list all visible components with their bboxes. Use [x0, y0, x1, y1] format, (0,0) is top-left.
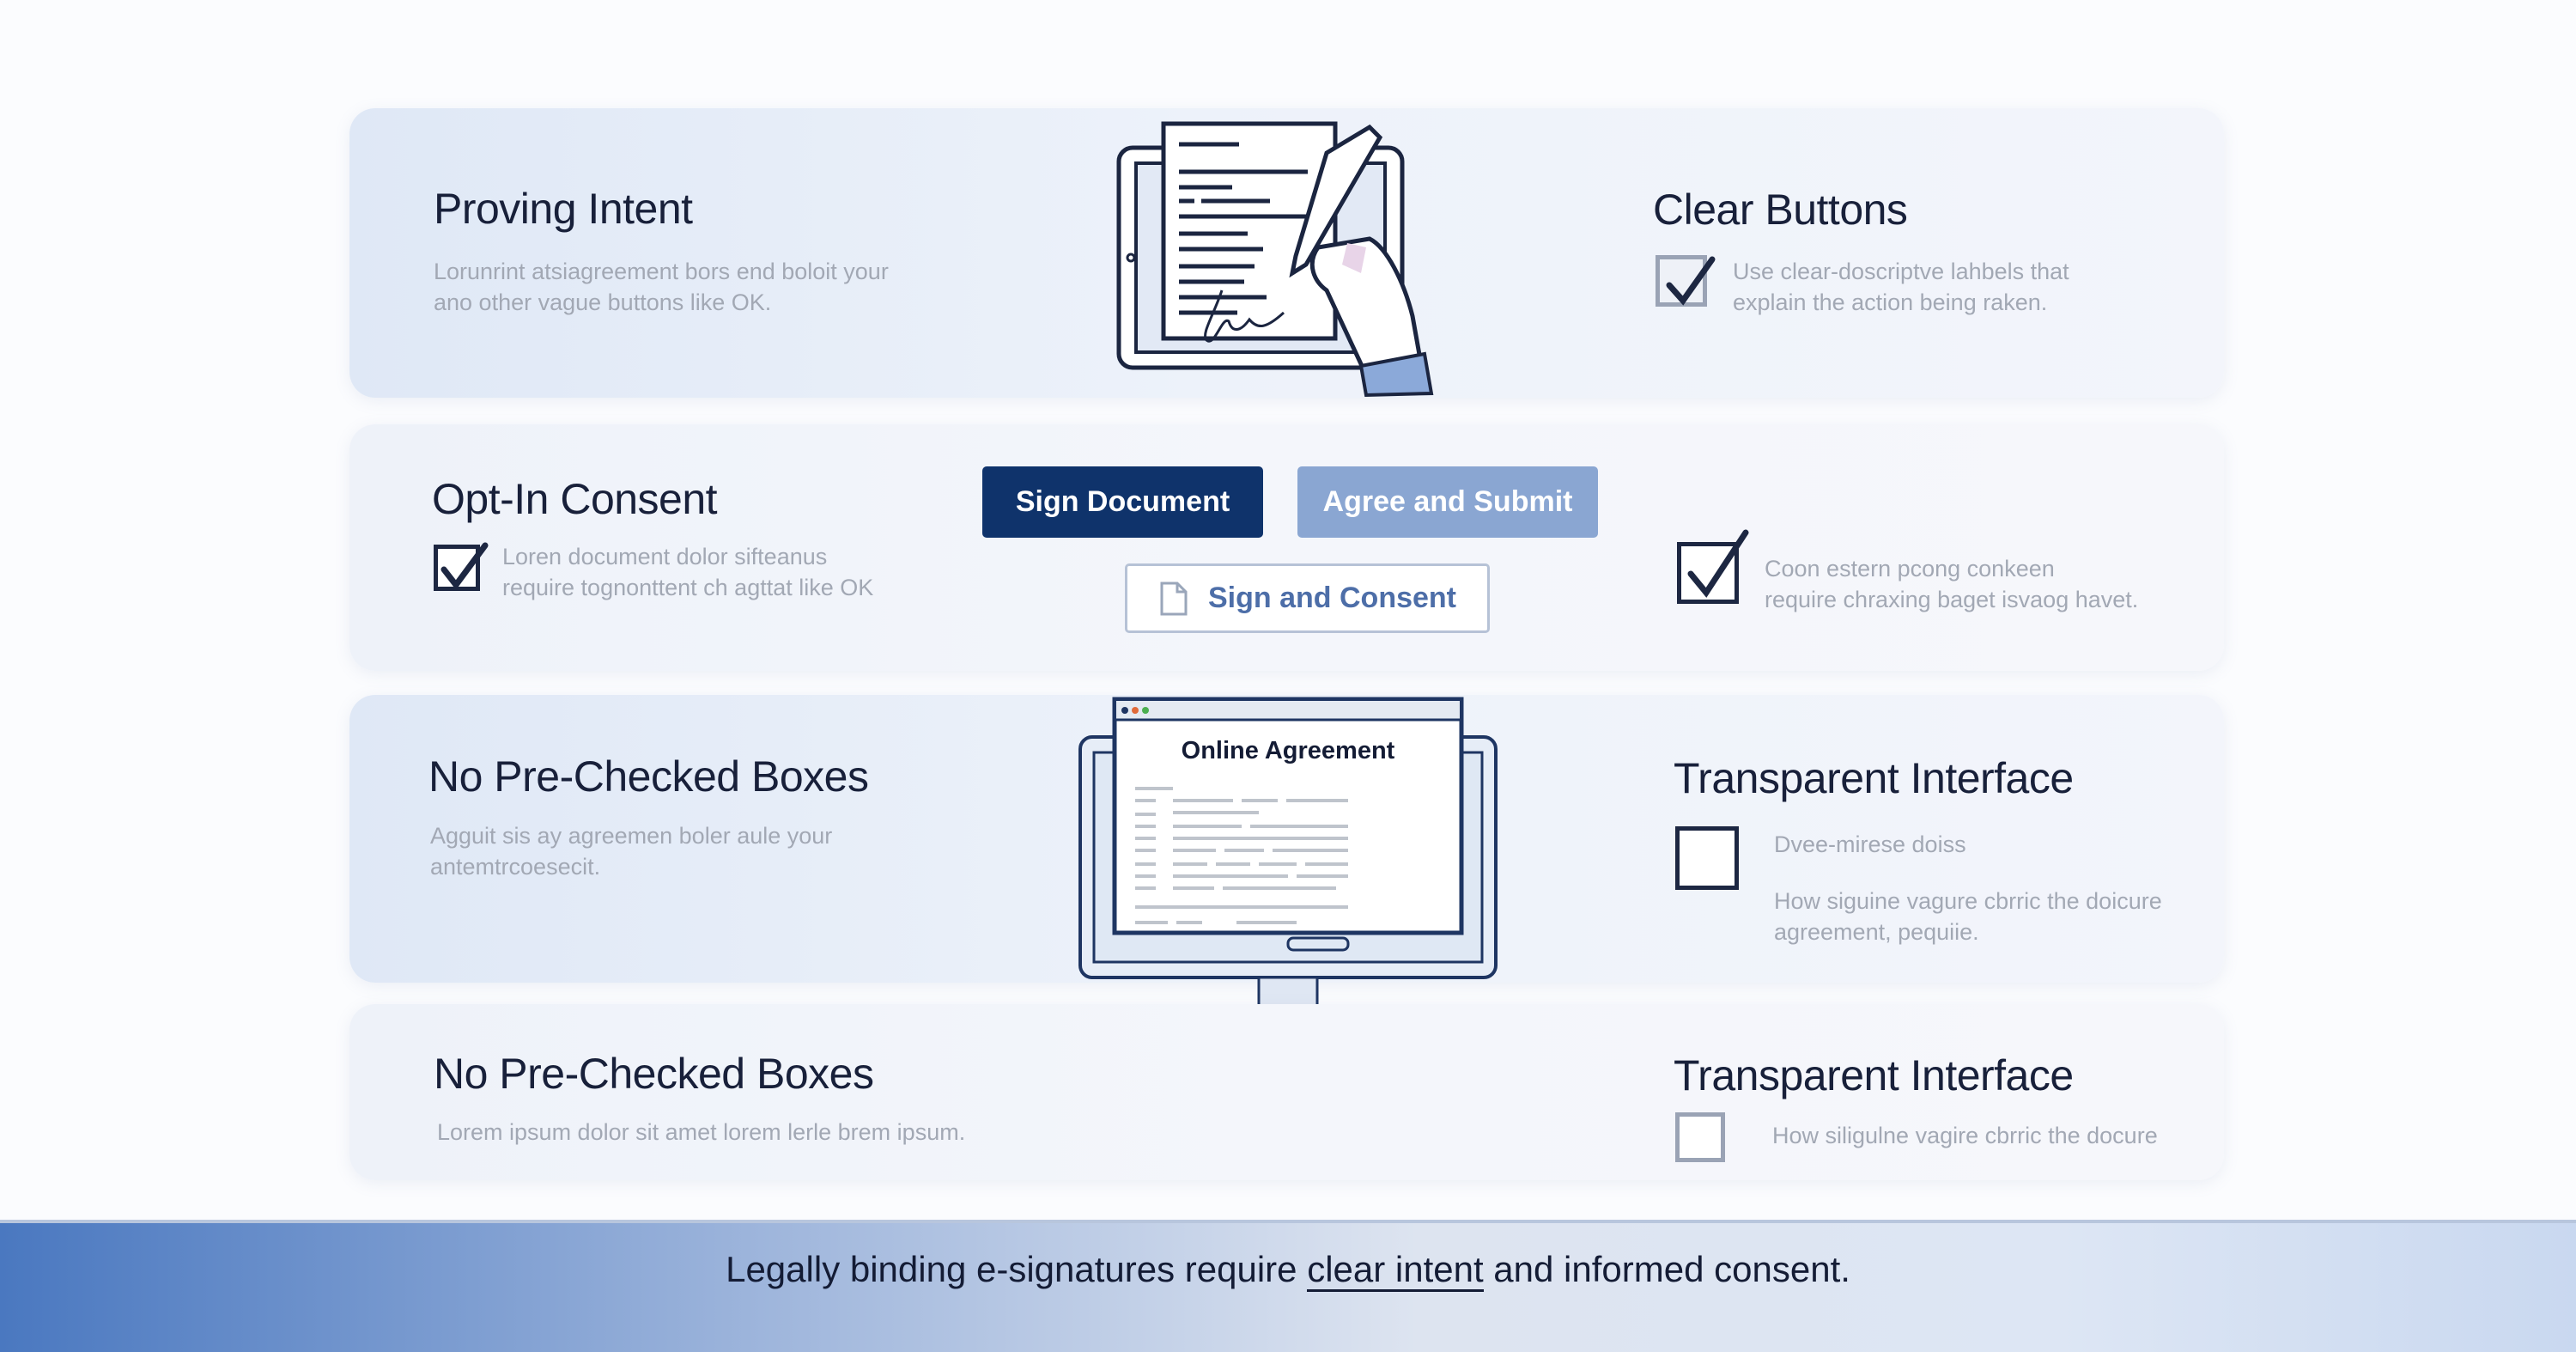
card-title: Clear Buttons — [1653, 186, 1908, 234]
monitor-agreement-illustration — [1042, 697, 1534, 1026]
unchecked-checkbox[interactable] — [1675, 1112, 1725, 1162]
card-description: Loren document dolor sifteanus require t… — [502, 541, 873, 603]
card-description: Lorunrint atsiagreement bors end boloit … — [434, 256, 889, 318]
monitor-title: Online Agreement — [1181, 737, 1395, 764]
description-line: antemtrcoesecit. — [430, 854, 601, 880]
card-title: Transparent Interface — [1674, 754, 2074, 802]
card-description: Coon estern pcong conkeen require chraxi… — [1765, 553, 2138, 615]
card-description: Lorem ipsum dolor sit amet lorem lerle b… — [437, 1119, 966, 1145]
description-line: Use clear-doscriptve lahbels that — [1733, 259, 2069, 284]
card-description: Agguit sis ay agreemen boler aule your a… — [430, 820, 832, 882]
description-line: explain the action being raken. — [1733, 289, 2048, 315]
sign-and-consent-button[interactable]: Sign and Consent — [1125, 563, 1490, 633]
description-line: ano other vague buttons like OK. — [434, 289, 772, 315]
card-description: How siguine vagure cbrric the doicure ag… — [1774, 886, 2162, 947]
checkbox-label: Dvee-mirese doiss — [1774, 831, 1966, 857]
description-line: require tognonttent ch agttat like OK — [502, 575, 874, 600]
checkmark-icon — [1666, 256, 1716, 306]
description-line: Lorunrint atsiagreement bors end boloit … — [434, 259, 889, 284]
description-line: Loren document dolor sifteanus — [502, 544, 828, 569]
footer-message: Legally binding e-signatures require cle… — [0, 1249, 2576, 1292]
footer-text-start: Legally binding e-signatures require — [726, 1249, 1308, 1289]
description-line: How siguine vagure cbrric the doicure — [1774, 888, 2162, 914]
description-line: Coon estern pcong conkeen — [1765, 556, 2055, 582]
transparent-interface-card: No Pre-Checked Boxes Lorem ipsum dolor s… — [349, 1004, 2224, 1180]
card-title: Opt-In Consent — [432, 475, 718, 523]
unchecked-checkbox[interactable] — [1675, 826, 1739, 890]
description-line: agreement, pequiie. — [1774, 919, 1979, 945]
card-title: No Pre-Checked Boxes — [434, 1050, 874, 1098]
checked-checkbox[interactable] — [1656, 255, 1716, 307]
description-line: Agguit sis ay agreemen boler aule your — [430, 823, 833, 849]
agree-and-submit-button[interactable]: Agree and Submit — [1297, 466, 1598, 538]
footer-emphasis: clear intent — [1307, 1249, 1484, 1292]
sign-document-button[interactable]: Sign Document — [982, 466, 1263, 538]
card-title: Transparent Interface — [1674, 1051, 2074, 1099]
checkmark-icon — [1687, 529, 1749, 598]
opt-in-consent-card: Opt-In Consent Loren document dolor sift… — [349, 424, 2224, 671]
card-title: Proving Intent — [434, 185, 693, 233]
checked-checkbox[interactable] — [1677, 529, 1749, 604]
checkmark-icon — [440, 542, 489, 590]
footer-text-end: and informed consent. — [1483, 1249, 1850, 1289]
document-icon — [1160, 582, 1188, 615]
card-description: Use clear-doscriptve lahbels that explai… — [1733, 256, 2069, 318]
description-line: require chraxing baget isvaog havet. — [1765, 587, 2139, 612]
checked-checkbox[interactable] — [434, 542, 489, 591]
tablet-signing-illustration — [1116, 121, 1434, 398]
card-title: No Pre-Checked Boxes — [428, 752, 869, 801]
button-label: Sign and Consent — [1208, 582, 1456, 614]
card-description: How siligulne vagire cbrric the docure — [1772, 1123, 2158, 1148]
footer-banner: Legally binding e-signatures require cle… — [0, 1220, 2576, 1352]
